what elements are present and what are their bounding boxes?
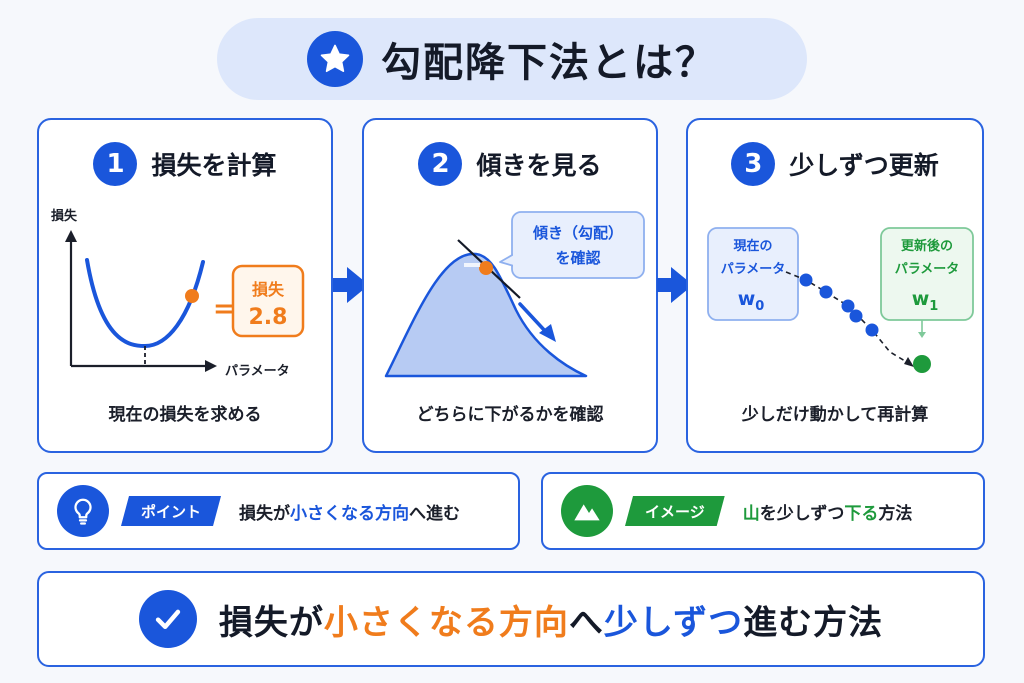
loss-value-number: 2.8 (249, 305, 288, 330)
summary-box: 損失が小さくなる方向へ少しずつ進む方法 (37, 571, 985, 667)
right-arrow-icon (331, 265, 371, 305)
hill-slope-diagram: 傾き（勾配） を確認 (384, 211, 645, 378)
slope-point-highlight (464, 263, 480, 267)
step-caption-2: どちらに下がるかを確認 (416, 405, 604, 425)
update-step-dot (841, 299, 855, 313)
update-step-dot (865, 323, 879, 337)
descent-arrowhead (539, 324, 556, 342)
image-text: 山を少しずつ下る方法 (742, 503, 913, 524)
updated-parameter-box (880, 227, 974, 321)
loss-curve-diagram: = 損失 2.8 損失 パラメータ (51, 208, 305, 379)
point-tag: ポイント (121, 496, 221, 526)
current-parameter-line1: 現在の (733, 238, 772, 254)
slope-point (479, 261, 493, 275)
equals-sign: = (213, 294, 235, 324)
checkmark-icon (138, 590, 197, 648)
parameter-update-diagram: 現在の パラメータ w0 更新後の パラメータ w1 (707, 227, 974, 373)
loss-value-box (231, 264, 305, 338)
page-title: 勾配降下法とは？ (381, 40, 717, 86)
step-number-1: 1 (93, 142, 138, 186)
right-arrow-icon (655, 265, 695, 305)
title-banner: 勾配降下法とは？ (217, 18, 807, 100)
loss-value-label: 損失 (252, 280, 285, 299)
updated-parameter-dot (913, 355, 931, 373)
point-text: 損失が小さくなる方向へ進む (239, 503, 461, 524)
current-parameter-line2: パラメータ (721, 262, 786, 277)
step-title-2: 傾きを見る (476, 151, 602, 180)
x-axis-arrowhead (205, 360, 217, 372)
step-number-3: 3 (731, 142, 776, 186)
lightbulb-icon (57, 485, 109, 537)
step-title-3: 少しずつ更新 (789, 151, 939, 180)
point-box: ポイント 損失が小さくなる方向へ進む (37, 472, 520, 550)
gradient-callout-box (511, 211, 645, 279)
current-parameter-symbol: w0 (738, 288, 765, 314)
step-card-2: 2 傾きを見る 傾き（勾配） を確認 どちらに下がるかを確認 (362, 118, 658, 453)
summary-text: 損失が小さくなる方向へ少しずつ進む方法 (218, 602, 884, 643)
y-axis-arrowhead (65, 230, 77, 242)
image-box: イメージ 山を少しずつ下る方法 (541, 472, 985, 550)
updated-pointer-arrowhead (918, 332, 926, 338)
step-header-2: 2 傾きを見る (364, 142, 656, 186)
updated-parameter-symbol: w1 (912, 288, 939, 314)
update-path-arrowhead (904, 357, 914, 367)
y-axis-label: 損失 (51, 208, 78, 224)
x-axis-label: パラメータ (225, 364, 290, 379)
step-caption-1: 現在の損失を求める (108, 405, 262, 425)
current-point (185, 289, 199, 303)
step-title-1: 損失を計算 (151, 151, 277, 180)
gradient-callout-line2: を確認 (555, 249, 600, 267)
step-card-3: 3 少しずつ更新 現在の パラメータ w0 更新後の パラメータ w1 少しだけ… (686, 118, 984, 453)
mountain-icon (561, 485, 613, 537)
loss-curve (85, 258, 205, 349)
step-number-2: 2 (418, 142, 463, 186)
step-caption-3: 少しだけ動かして再計算 (741, 405, 929, 425)
updated-parameter-line1: 更新後の (901, 238, 953, 254)
gradient-callout-line1: 傾き（勾配） (532, 224, 623, 242)
current-parameter-box (707, 227, 799, 321)
updated-parameter-line2: パラメータ (895, 262, 960, 277)
update-step-dot (819, 285, 833, 299)
descent-arrow-line (518, 302, 548, 334)
step-header-1: 1 損失を計算 (39, 142, 331, 186)
gradient-callout-pointer (499, 253, 515, 267)
image-tag: イメージ (625, 496, 725, 526)
step-header-3: 3 少しずつ更新 (688, 142, 982, 186)
update-step-dot (849, 309, 863, 323)
step-card-1: 1 損失を計算 = 損失 2.8 損失 パラメータ 現在の損失を求める (37, 118, 333, 453)
update-step-dot (799, 273, 813, 287)
star-icon (307, 31, 363, 87)
